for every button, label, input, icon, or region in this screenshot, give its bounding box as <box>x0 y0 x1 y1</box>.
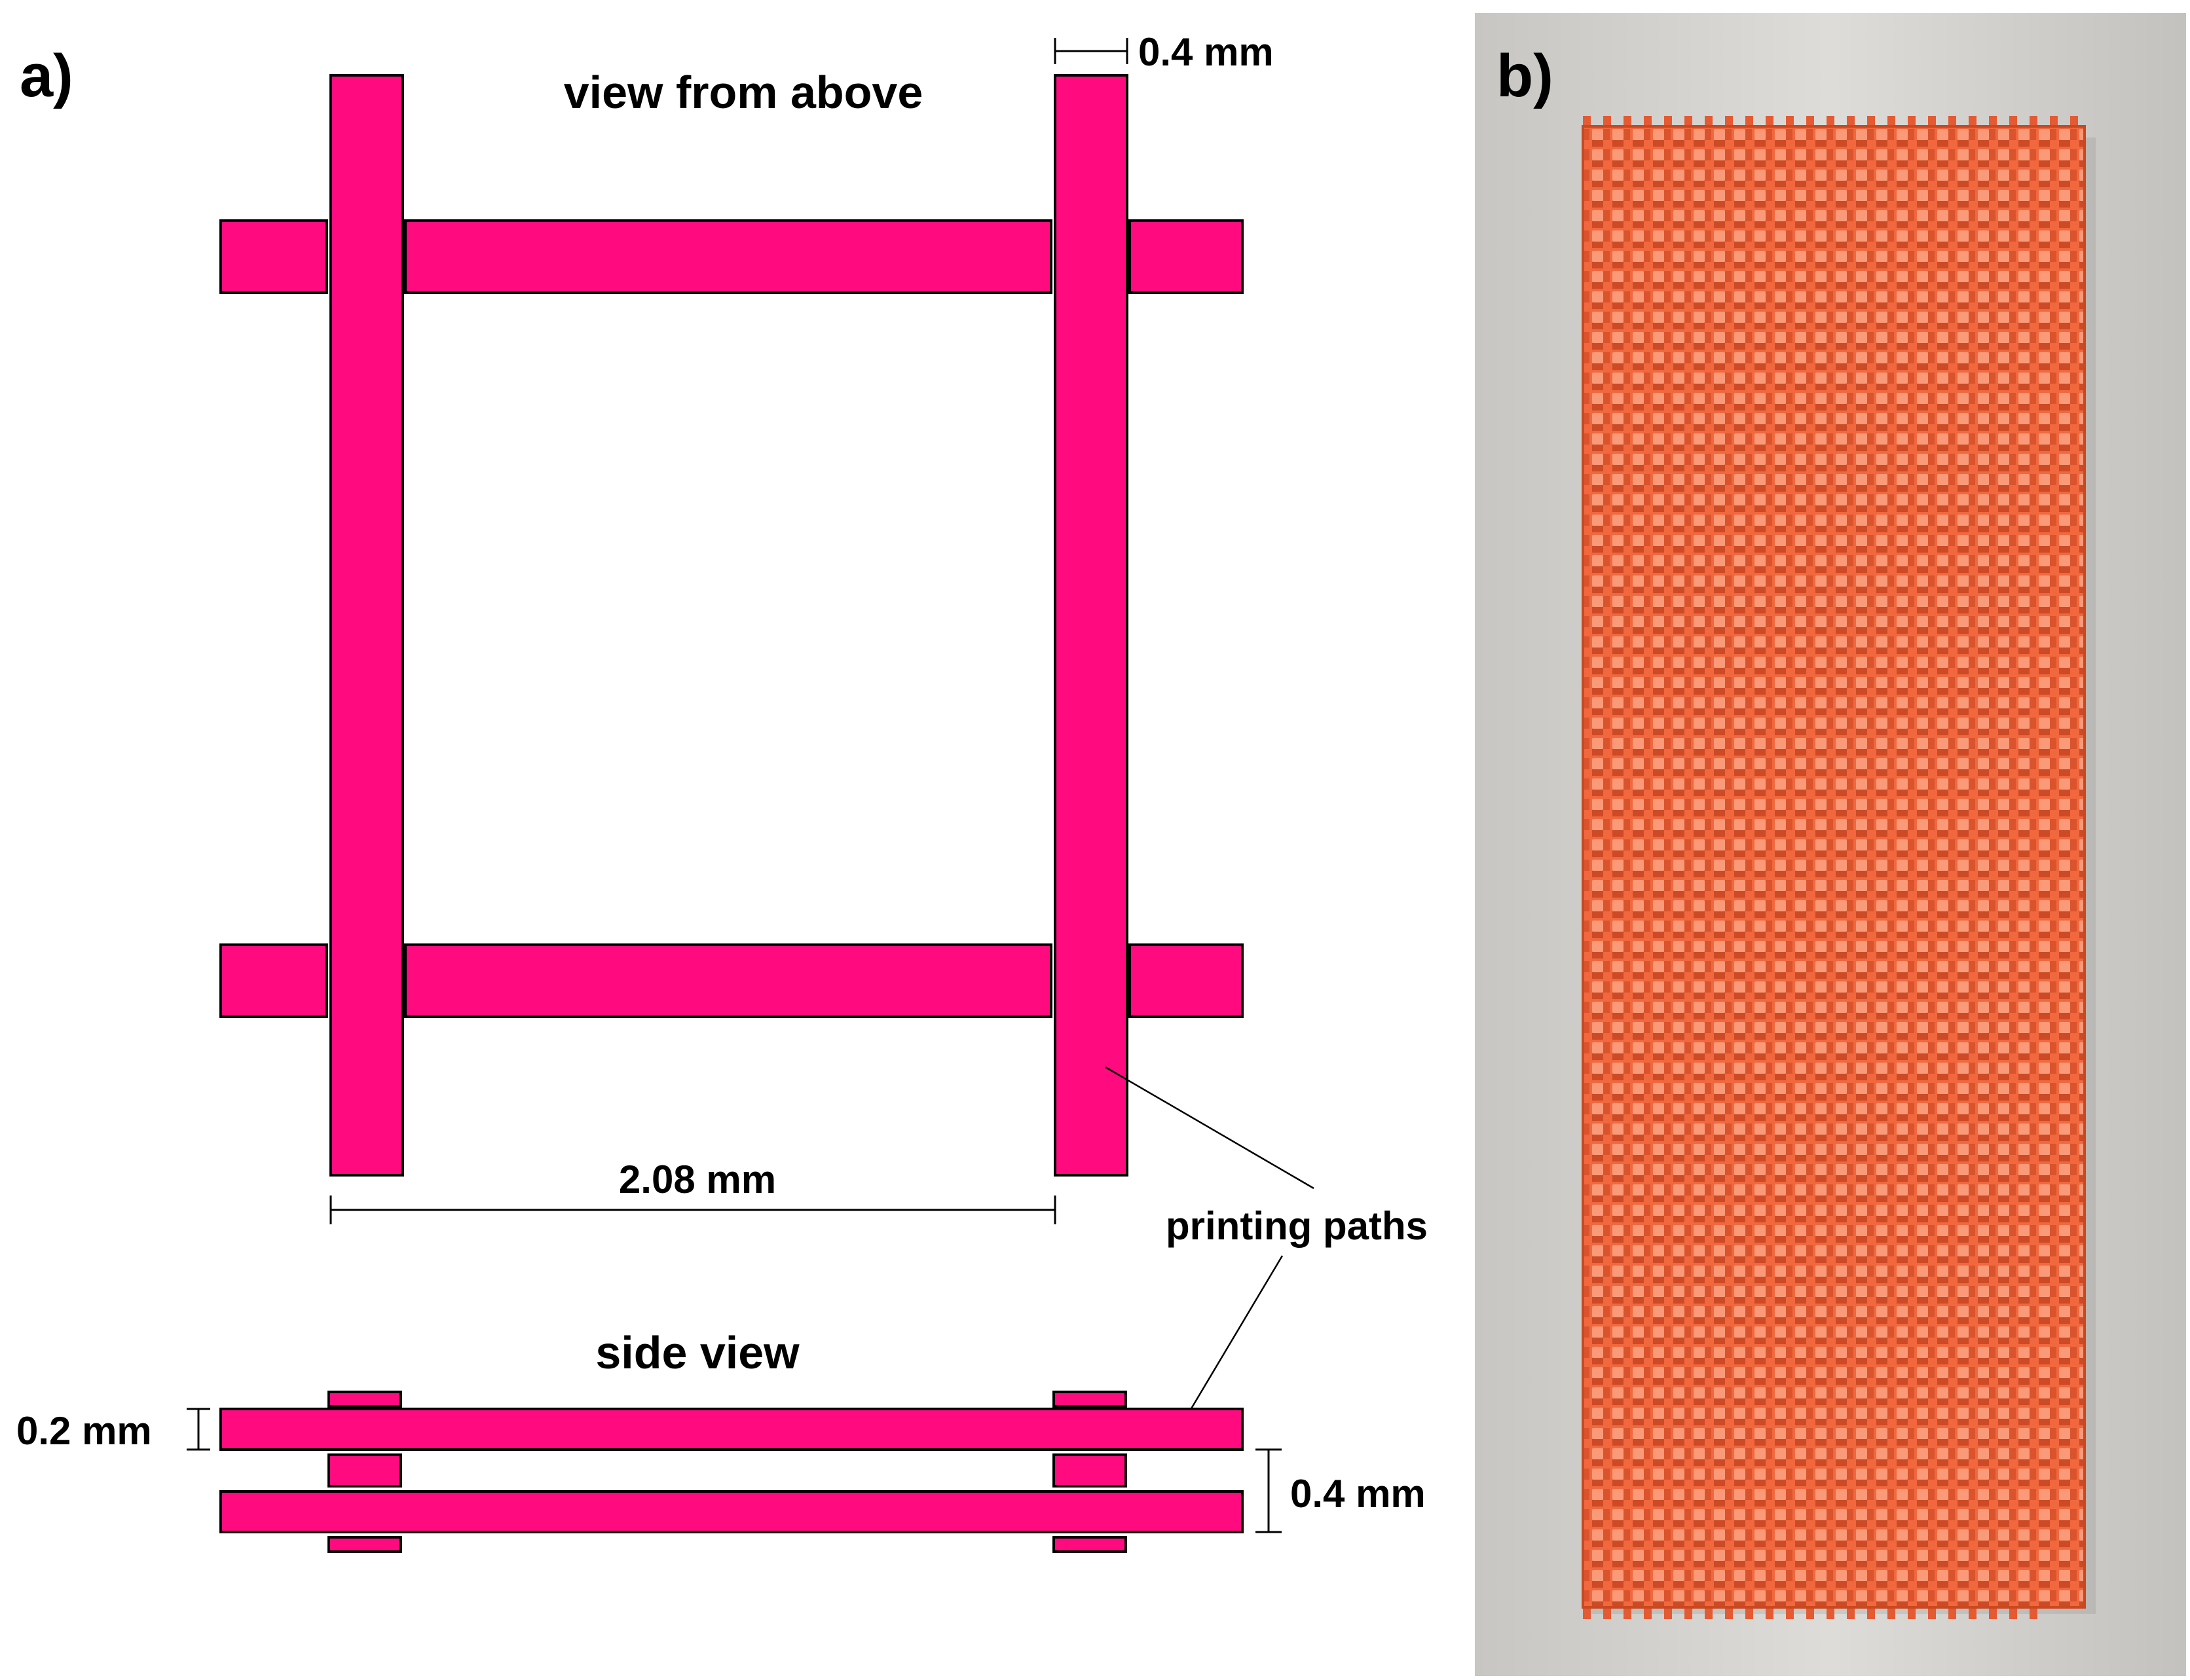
top-horizontal-path-lower-left <box>219 943 328 1018</box>
top-horizontal-path-upper-middle <box>404 219 1052 294</box>
printed-scaffold <box>1582 116 2096 1619</box>
top-view-title: view from above <box>564 67 923 118</box>
side-block-right-top <box>1052 1391 1127 1408</box>
side-block-left-top <box>327 1391 402 1408</box>
scaffold-bottom-edge-teeth <box>1583 1607 2037 1619</box>
side-block-right-bottom <box>1052 1536 1127 1553</box>
printing-paths-callout: printing paths <box>1105 1066 1428 1434</box>
spacing-dimension-label: 2.08 mm <box>619 1158 776 1201</box>
layer-pitch-dimension: 0.4 mm <box>1255 1448 1426 1533</box>
side-block-left-bottom <box>327 1536 402 1553</box>
side-block-left-middle <box>327 1453 402 1488</box>
side-layer-lower <box>219 1490 1244 1533</box>
printing-paths-label: printing paths <box>1166 1204 1428 1248</box>
side-block-right-middle <box>1052 1453 1127 1488</box>
panel-b-label: b) <box>1496 43 1553 109</box>
top-horizontal-path-lower-right <box>1128 943 1244 1018</box>
top-vertical-path-left <box>329 74 404 1177</box>
scaffold-body <box>1583 126 2085 1607</box>
layer-pitch-label: 0.4 mm <box>1290 1472 1426 1516</box>
side-layer-upper <box>219 1408 1244 1451</box>
top-horizontal-path-upper-left <box>219 219 328 294</box>
width-dimension: 0.4 mm <box>1054 30 1274 74</box>
panel-a: a) view from above 0.4 mm 2.08 mm <box>16 30 1428 1553</box>
top-vertical-path-right <box>1054 74 1128 1177</box>
top-view-grid <box>219 74 1244 1177</box>
side-view-diagram <box>219 1391 1244 1553</box>
spacing-dimension: 2.08 mm <box>329 1158 1056 1224</box>
top-horizontal-path-upper-right <box>1128 219 1244 294</box>
layer-height-dimension: 0.2 mm <box>16 1408 210 1453</box>
top-horizontal-path-lower-middle <box>404 943 1052 1018</box>
scaffold-outline <box>1582 125 2086 1609</box>
width-dimension-label: 0.4 mm <box>1138 30 1274 74</box>
panel-b: b) <box>1475 13 2186 1676</box>
layer-height-label: 0.2 mm <box>16 1409 152 1453</box>
scaffold-top-edge-teeth <box>1583 116 2078 126</box>
side-view-title: side view <box>595 1327 800 1378</box>
panel-a-label: a) <box>20 43 73 109</box>
